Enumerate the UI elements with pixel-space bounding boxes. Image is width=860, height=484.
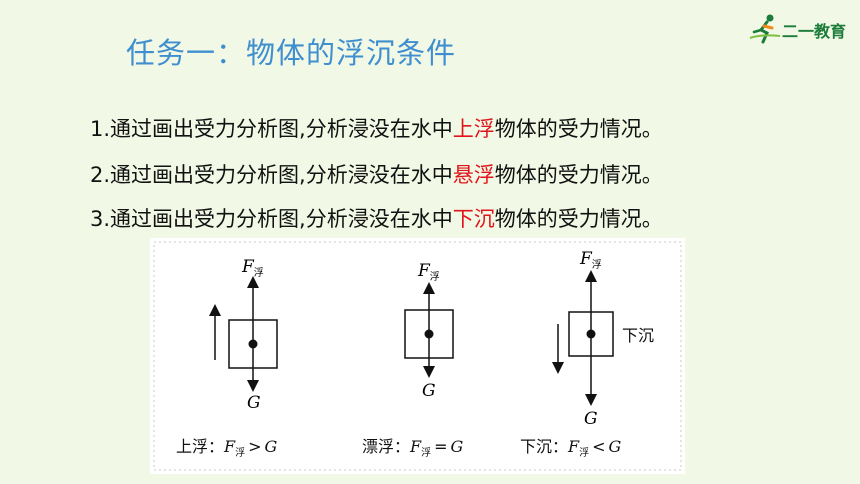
task-highlight: 上浮 bbox=[452, 117, 495, 141]
force-label: F浮 bbox=[579, 249, 602, 271]
force-label: F浮 bbox=[417, 261, 440, 283]
diagram-float: F浮 G bbox=[404, 261, 454, 401]
diagram-sink: F浮 G 下沉 bbox=[552, 249, 654, 429]
force-diagram-figure: F浮 G F浮 G F浮 G 下沉 bbox=[150, 238, 685, 474]
task-text: 3.通过画出受力分析图,分析浸没在水中 bbox=[90, 207, 453, 231]
task-highlight: 下沉 bbox=[452, 207, 495, 231]
logo-text: 二一教育 bbox=[782, 22, 847, 41]
caption-sink: 下沉：F浮<G bbox=[520, 437, 622, 459]
force-diagram: F浮 G F浮 G F浮 G 下沉 bbox=[153, 241, 682, 471]
task-line-1: 1.通过画出受力分析图,分析浸没在水中上浮物体的受力情况。 bbox=[90, 116, 663, 142]
force-label: F浮 bbox=[241, 257, 264, 279]
captions: 上浮：F浮>G 漂浮：F浮=G 下沉：F浮<G bbox=[176, 437, 622, 459]
task-text: 1.通过画出受力分析图,分析浸没在水中 bbox=[90, 117, 453, 141]
task-highlight: 悬浮 bbox=[452, 163, 495, 187]
task-text: 物体的受力情况。 bbox=[494, 207, 663, 231]
brand-logo: 二一教育 bbox=[748, 12, 848, 46]
task-line-2: 2.通过画出受力分析图,分析浸没在水中悬浮物体的受力情况。 bbox=[90, 162, 663, 188]
gravity-label: G bbox=[247, 393, 261, 413]
caption-float: 漂浮：F浮=G bbox=[362, 437, 464, 459]
slide-title: 任务一：物体的浮沉条件 bbox=[126, 36, 457, 70]
task-text: 2.通过画出受力分析图,分析浸没在水中 bbox=[90, 163, 453, 187]
task-line-3: 3.通过画出受力分析图,分析浸没在水中下沉物体的受力情况。 bbox=[90, 206, 663, 232]
sink-note: 下沉 bbox=[622, 326, 654, 345]
figure-border bbox=[153, 241, 682, 471]
task-text: 物体的受力情况。 bbox=[494, 117, 663, 141]
gravity-label: G bbox=[422, 381, 436, 401]
caption-rise: 上浮：F浮>G bbox=[176, 437, 278, 459]
diagram-rise: F浮 G bbox=[209, 257, 278, 413]
gravity-label: G bbox=[584, 409, 598, 429]
task-text: 物体的受力情况。 bbox=[494, 163, 663, 187]
runner-icon bbox=[749, 14, 781, 44]
